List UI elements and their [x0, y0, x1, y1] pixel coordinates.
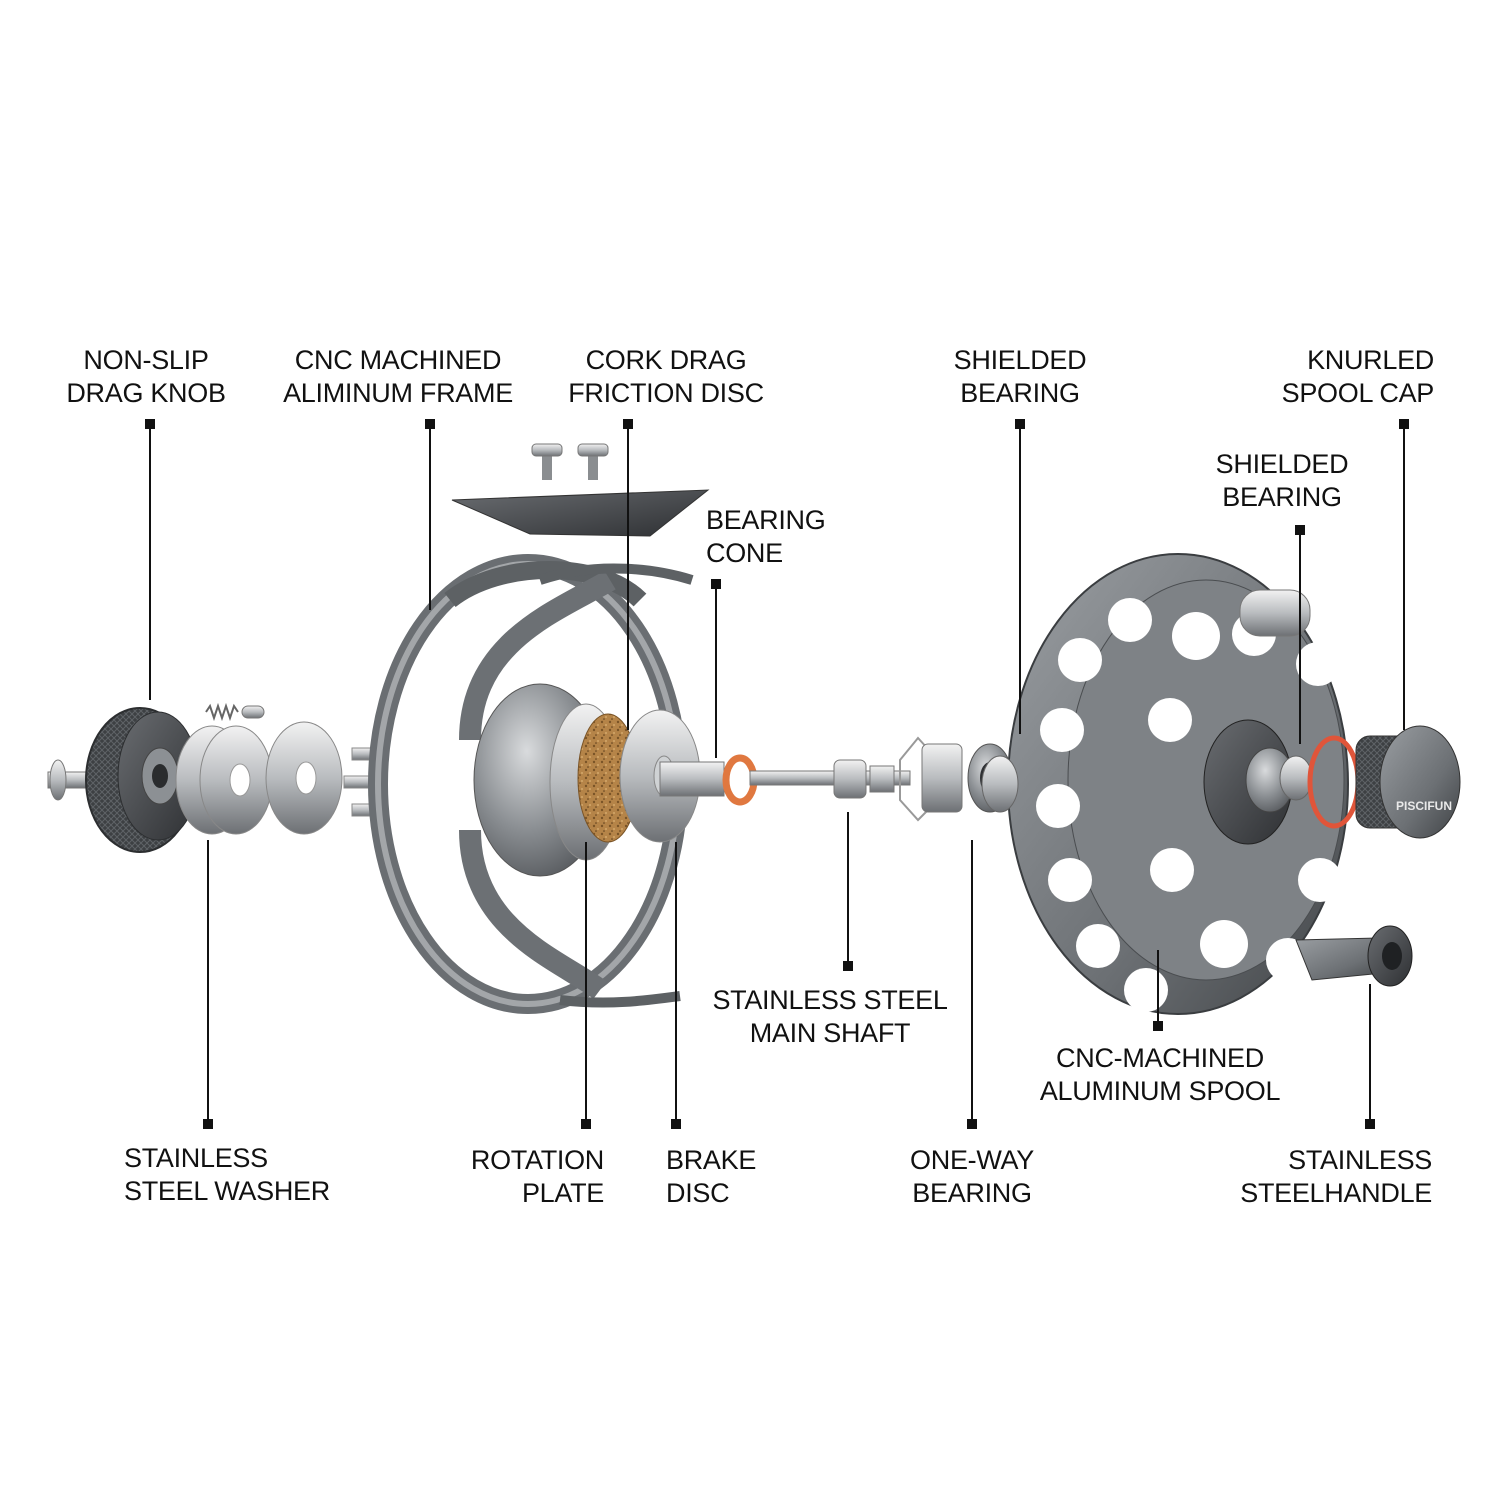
label-drag-knob-line2: DRAG KNOB — [66, 378, 226, 408]
handle-icon — [1295, 925, 1413, 987]
label-shielded-bearing-inner-line1: SHIELDED — [1215, 449, 1349, 479]
spool-cap-icon — [1355, 725, 1461, 839]
label-spool-cap-line2: SPOOL CAP — [1281, 378, 1435, 408]
label-main-shaft: STAINLESS STEEL MAIN SHAFT — [712, 984, 947, 1050]
label-shielded-bearing-inner: SHIELDED BEARING — [1216, 448, 1349, 514]
callout-lines — [145, 419, 1409, 1129]
label-drag-knob: NON-SLIP DRAG KNOB — [66, 344, 226, 410]
label-shielded-bearing-top-line1: SHIELDED — [953, 345, 1087, 375]
label-handle-line1: STAINLESS — [1288, 1145, 1432, 1175]
label-shielded-bearing-top: SHIELDED BEARING — [954, 344, 1087, 410]
label-brake-disc-line2: DISC — [666, 1178, 730, 1208]
label-shielded-bearing-top-line2: BEARING — [960, 378, 1080, 408]
label-main-shaft-line2: MAIN SHAFT — [749, 1018, 911, 1048]
label-bearing-cone-line2: CONE — [706, 538, 783, 568]
label-frame: CNC MACHINED ALIMINUM FRAME — [283, 344, 513, 410]
label-handle: STAINLESS STEELHANDLE — [1240, 1144, 1432, 1210]
label-brake-disc: BRAKE DISC — [666, 1144, 756, 1210]
spring-pin-icon — [205, 702, 265, 722]
label-main-shaft-line1: STAINLESS STEEL — [712, 985, 948, 1015]
label-handle-line2: STEELHANDLE — [1240, 1178, 1432, 1208]
label-washer-line2: STEEL WASHER — [124, 1176, 330, 1206]
shielded-bearing-icon — [981, 755, 1019, 813]
brand-logo: PISCIFUN — [1396, 799, 1452, 813]
label-washer: STAINLESS STEEL WASHER — [124, 1142, 330, 1208]
label-cork-disc-line1: CORK DRAG — [585, 345, 747, 375]
bearing-cone-icon — [659, 754, 758, 806]
label-cork-disc: CORK DRAG FRICTION DISC — [568, 344, 764, 410]
label-spool-line2: ALUMINUM SPOOL — [1039, 1076, 1281, 1106]
label-spool-line1: CNC-MACHINED — [1056, 1043, 1264, 1073]
label-spool-cap-line1: KNURLED — [1307, 345, 1434, 375]
label-rotation-plate: ROTATION PLATE — [471, 1144, 604, 1210]
label-rotation-plate-line1: ROTATION — [470, 1145, 604, 1175]
label-drag-knob-line1: NON-SLIP — [83, 345, 209, 375]
label-spool-cap: KNURLED SPOOL CAP — [1281, 344, 1435, 410]
spool-icon — [1007, 553, 1349, 1015]
main-shaft-icon — [749, 736, 939, 822]
label-one-way-bearing-line2: BEARING — [912, 1178, 1032, 1208]
label-cork-disc-line2: FRICTION DISC — [568, 378, 764, 408]
label-brake-disc-line1: BRAKE — [666, 1145, 757, 1175]
label-spool: CNC-MACHINED ALUMINUM SPOOL — [1039, 1042, 1281, 1108]
label-frame-line1: CNC MACHINED — [294, 345, 502, 375]
label-shielded-bearing-inner-line2: BEARING — [1222, 482, 1342, 512]
label-washer-line1: STAINLESS — [124, 1143, 268, 1173]
label-bearing-cone: BEARING CONE — [706, 504, 826, 570]
label-frame-line2: ALIMINUM FRAME — [283, 378, 513, 408]
label-rotation-plate-line2: PLATE — [521, 1178, 604, 1208]
washer-icon — [175, 721, 343, 835]
label-one-way-bearing-line1: ONE-WAY — [910, 1145, 1034, 1175]
label-one-way-bearing: ONE-WAY BEARING — [910, 1144, 1034, 1210]
label-bearing-cone-line1: BEARING — [706, 505, 826, 535]
